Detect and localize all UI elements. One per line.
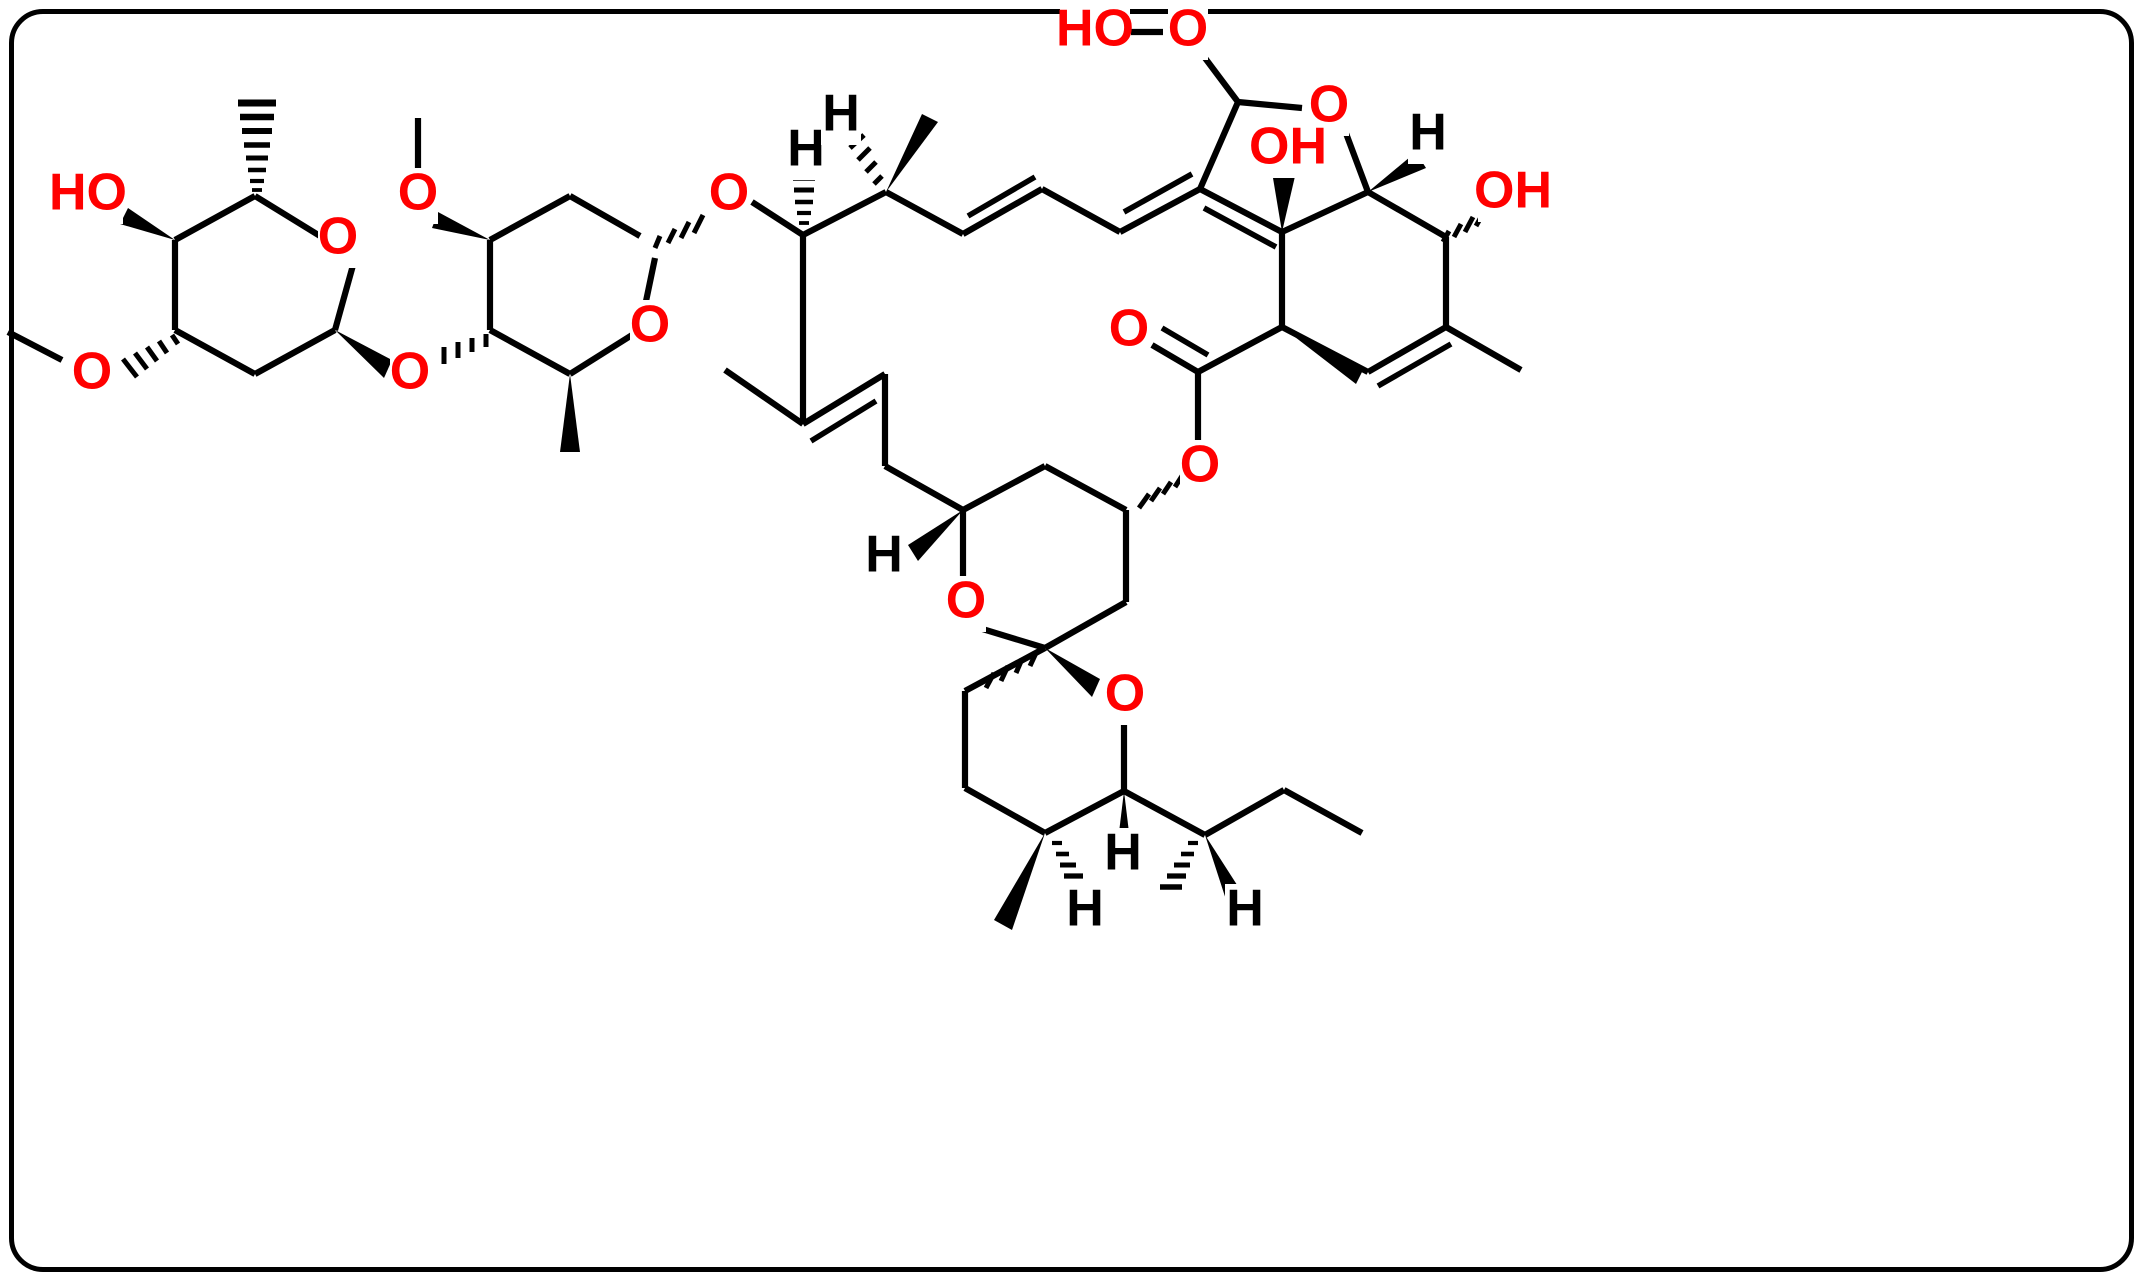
label-halo bbox=[1180, 440, 1220, 496]
label-halo bbox=[72, 347, 112, 403]
atom-label-h-c13: H bbox=[1066, 880, 1104, 938]
lower-left-chain bbox=[723, 330, 965, 513]
atom-label-glycosidic-o: O bbox=[390, 343, 430, 401]
atom-label-ome-mid-o: O bbox=[398, 164, 438, 222]
hash-aglycone-o bbox=[652, 213, 706, 249]
label-halo bbox=[318, 212, 358, 268]
label-halo bbox=[1225, 884, 1265, 940]
label-halo bbox=[821, 89, 861, 145]
wedge-c2 bbox=[1282, 327, 1364, 384]
hash-h-c25 bbox=[793, 175, 815, 225]
atom-label-hydroperoxide-o: O bbox=[1168, 0, 1208, 58]
hash-ester-o bbox=[1136, 474, 1185, 510]
spiroketal-upper-ring bbox=[908, 463, 1130, 697]
label-halo bbox=[1168, 4, 1208, 60]
atom-label-ketone-o: O bbox=[1109, 300, 1149, 358]
label-halo bbox=[1065, 884, 1105, 940]
atom-label-hydroperoxide-ho: HO bbox=[1056, 0, 1134, 58]
wedge-spiro-o bbox=[1045, 648, 1100, 697]
atom-label-h-c24: H bbox=[822, 85, 860, 143]
wedge-h-c19 bbox=[908, 510, 963, 561]
wedge-ome-mid bbox=[432, 212, 490, 240]
atom-label-spiro-o: O bbox=[1105, 665, 1145, 723]
wedge-anomeric-left bbox=[335, 330, 392, 378]
label-halo bbox=[390, 347, 430, 403]
label-halo bbox=[630, 300, 670, 356]
label-halo bbox=[864, 530, 904, 586]
label-halo bbox=[946, 576, 986, 632]
atom-label-ome-left-o: O bbox=[72, 343, 112, 401]
label-halo bbox=[1109, 304, 1149, 360]
lactone-ester-group bbox=[1136, 324, 1364, 510]
hash-spiro-ch2 bbox=[983, 651, 1039, 690]
label-halo bbox=[1253, 122, 1323, 178]
label-halo bbox=[1105, 669, 1145, 725]
atom-label-h-c12: H bbox=[1104, 824, 1142, 882]
diagram-frame bbox=[9, 9, 2134, 1272]
label-halo bbox=[786, 124, 826, 180]
wedge-oh-c7 bbox=[1272, 172, 1296, 232]
atom-label-h-c19: H bbox=[865, 526, 903, 584]
atom-label-c5-oh: OH bbox=[1474, 162, 1552, 220]
atom-label-ring2-o: O bbox=[630, 296, 670, 354]
atom-label-ho-left: HO bbox=[49, 164, 127, 222]
hash-glycosidic bbox=[441, 334, 489, 364]
label-halo bbox=[1478, 166, 1548, 222]
atom-label-h-c11: H bbox=[1226, 880, 1264, 938]
label-halo bbox=[1060, 4, 1130, 60]
wedge-ho-left bbox=[120, 208, 175, 240]
label-halo bbox=[53, 168, 123, 224]
label-halo bbox=[709, 168, 749, 224]
mid-sugar-ring bbox=[335, 118, 659, 452]
atom-label-aglycone-o: O bbox=[709, 164, 749, 222]
upper-polyene-chain bbox=[793, 114, 1284, 330]
label-halo bbox=[1408, 108, 1448, 164]
wedge-methyl-c13 bbox=[994, 833, 1045, 930]
hash-methyl-left bbox=[238, 99, 276, 192]
atom-label-ring1-o: O bbox=[318, 208, 358, 266]
wedge-methyl-c24 bbox=[886, 114, 938, 192]
hash-ome-left bbox=[121, 333, 181, 379]
aglycone-linkage bbox=[652, 199, 805, 249]
left-sugar-ring bbox=[6, 99, 358, 379]
label-halo bbox=[1103, 828, 1143, 884]
hash-h-c24 bbox=[848, 133, 884, 186]
atom-label-c7-oh: OH bbox=[1249, 118, 1327, 176]
hash-h-c11 bbox=[1160, 840, 1198, 890]
wedge-methyl-mid bbox=[560, 374, 580, 452]
atom-label-h-c25: H bbox=[787, 120, 825, 178]
atom-label-pyran-o: O bbox=[946, 572, 986, 630]
label-halo bbox=[398, 168, 438, 224]
atom-label-ester-o: O bbox=[1180, 436, 1220, 494]
atom-label-h-c6: H bbox=[1409, 104, 1447, 162]
